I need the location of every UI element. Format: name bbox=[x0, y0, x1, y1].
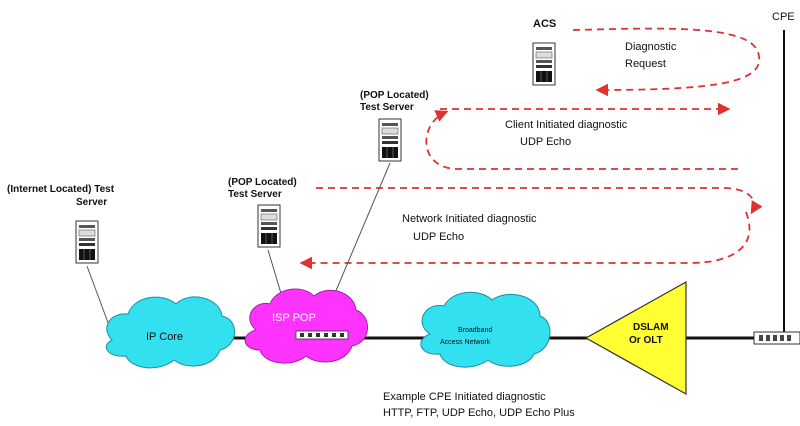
isp-pop-label: ISP POP bbox=[272, 312, 316, 324]
dslam-label-line2: Or OLT bbox=[629, 335, 663, 346]
internet-server-label-line1: (Internet Located) Test bbox=[7, 184, 115, 195]
pop-server-mid-label-line2: Test Server bbox=[228, 189, 282, 200]
isp-pop-router-icon bbox=[295, 330, 349, 340]
client-diagnostic-label-line2: UDP Echo bbox=[520, 136, 571, 148]
broadband-label-line2: Access Network bbox=[440, 339, 491, 346]
broadband-access-network-cloud bbox=[420, 291, 551, 368]
pop-server-top-link bbox=[326, 162, 391, 313]
internet-server-link bbox=[86, 265, 111, 329]
ip-core-cloud bbox=[105, 296, 235, 369]
pop-server-mid-link bbox=[267, 249, 284, 301]
pop-server-top-label-line1: (POP Located) bbox=[360, 90, 429, 101]
diagnostic-request-arrow bbox=[572, 27, 761, 97]
diagnostic-request-label-line2: Request bbox=[625, 58, 666, 70]
pop-server-mid-label-line1: (POP Located) bbox=[228, 177, 297, 188]
client-diagnostic-return-arrow bbox=[425, 110, 738, 170]
example-caption-line2: HTTP, FTP, UDP Echo, UDP Echo Plus bbox=[383, 407, 575, 419]
acs-server-icon bbox=[532, 42, 556, 86]
ip-core-label: IP Core bbox=[146, 331, 183, 343]
example-caption-line1: Example CPE Initiated diagnostic bbox=[383, 391, 546, 403]
network-diagnostic-label-line2: UDP Echo bbox=[413, 231, 464, 243]
network-diagnostic-return-arrow bbox=[299, 211, 751, 270]
network-diagnostic-label-line1: Network Initiated diagnostic bbox=[402, 213, 537, 225]
internet-server-icon bbox=[75, 220, 99, 264]
network-diagnostic-outgoing-arrow bbox=[316, 187, 763, 215]
pop-server-top-icon bbox=[378, 118, 402, 162]
acs-label: ACS bbox=[533, 18, 556, 30]
pop-server-mid-icon bbox=[257, 204, 281, 248]
diagnostic-request-label-line1: Diagnostic bbox=[625, 41, 677, 53]
dslam-label-line1: DSLAM bbox=[633, 322, 669, 333]
cpe-device-icon bbox=[753, 331, 800, 345]
broadband-label-line1: Broadband bbox=[458, 327, 492, 334]
dslam-triangle bbox=[584, 280, 687, 396]
pop-server-top-label-line2: Test Server bbox=[360, 102, 414, 113]
client-diagnostic-label-line1: Client Initiated diagnostic bbox=[505, 119, 628, 131]
cpe-label: CPE bbox=[772, 11, 795, 23]
isp-pop-cloud bbox=[244, 288, 368, 364]
internet-server-label-line2: Server bbox=[76, 197, 107, 208]
